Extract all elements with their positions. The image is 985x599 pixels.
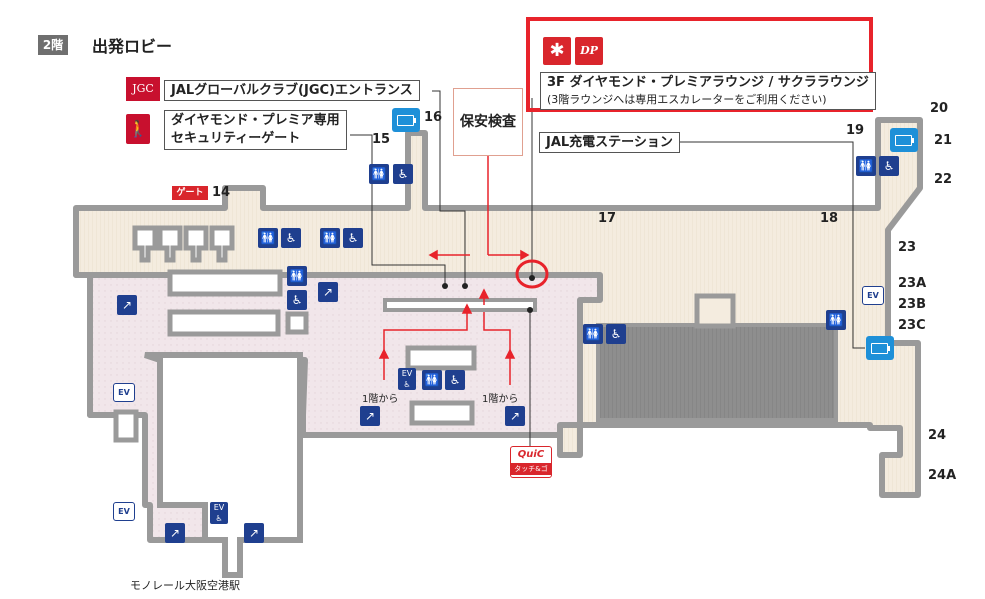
station-connector [144, 352, 303, 578]
jgc-logo: JGC [126, 77, 160, 101]
gate-15[interactable]: 15 [372, 132, 391, 147]
lounge-highlight-box [526, 17, 873, 112]
elevator-icon: EV [113, 383, 135, 402]
premier-point [462, 283, 468, 289]
charging-icon [866, 336, 894, 360]
wheelchair-icon: ♿ [879, 156, 899, 176]
restroom-icon: 🚻 [856, 156, 876, 176]
gate-23[interactable]: 23 [898, 240, 917, 255]
gate-16[interactable]: 16 [424, 110, 443, 125]
security-arrows [378, 154, 530, 385]
restroom-icon: 🚻 [320, 228, 340, 248]
gate-18[interactable]: 18 [820, 211, 839, 226]
shop-block [405, 345, 477, 371]
elevator-icon: EV [113, 502, 135, 521]
shop-block [167, 269, 283, 297]
wheelchair-icon: ♿ [606, 324, 626, 344]
escalator-icon: ↗ [318, 282, 338, 302]
diamond-premier-logo: DP [575, 37, 603, 65]
shop-block [167, 309, 281, 337]
gate-badge: ゲート [172, 186, 208, 200]
security-gate-icon: 🚶 [126, 114, 150, 144]
escalator-icon: ↗ [244, 523, 264, 543]
gate-23c[interactable]: 23C [898, 318, 926, 333]
premier-gate-line2: セキュリティーゲート [171, 131, 301, 146]
shop-block [285, 311, 309, 335]
restroom-icon: 🚻 [422, 370, 442, 390]
restroom-icon: 🚻 [287, 266, 307, 286]
elevator-shaft [113, 409, 139, 443]
charge-station-callout[interactable]: JAL充電ステーション [539, 132, 680, 153]
security-check-label[interactable]: 保安検査 [453, 88, 523, 156]
wheelchair-icon: ♿ [393, 164, 413, 184]
shop-block [409, 400, 475, 426]
sakura-lounge-logo: ✱ [543, 37, 571, 65]
premier-gate-callout[interactable]: ダイヤモンド・プレミア専用 セキュリティーゲート [164, 110, 347, 150]
lounge-point [529, 275, 535, 281]
quic-touch-go-icon[interactable]: QuiC タッチ&ゴー [510, 446, 552, 485]
inner-block [596, 323, 838, 422]
wheelchair-icon: ♿ [343, 228, 363, 248]
gate-23a[interactable]: 23A [898, 276, 927, 291]
lounge-callout[interactable]: 3F ダイヤモンド・プレミアラウンジ / サクララウンジ (3階ラウンジへは専用… [540, 72, 876, 110]
from-1f-left-label: 1階から [362, 394, 399, 405]
gate-23b[interactable]: 23B [898, 297, 926, 312]
restroom-icon: 🚻 [369, 164, 389, 184]
charging-icon [890, 128, 918, 152]
jgc-entrance-callout[interactable]: JALグローバルクラブ(JGC)エントランス [164, 80, 420, 101]
restroom-icon: 🚻 [826, 310, 846, 330]
quic-subtitle: タッチ&ゴー [511, 463, 551, 485]
escalator-icon: ↗ [505, 406, 525, 426]
gate-21[interactable]: 21 [934, 133, 953, 148]
monorail-station-label[interactable]: モノレール大阪空港駅 [130, 579, 240, 592]
lounge-label: 3F ダイヤモンド・プレミアラウンジ / サクララウンジ [547, 75, 869, 90]
gate-20[interactable]: 20 [930, 101, 949, 116]
escalator-icon: ↗ [165, 523, 185, 543]
leader-lines [350, 90, 865, 446]
gate-22[interactable]: 22 [934, 172, 953, 187]
floor-badge: 2階 [38, 35, 68, 55]
gate-24[interactable]: 24 [928, 428, 947, 443]
lounge-highlight-circle [515, 259, 549, 289]
wheelchair-icon: ♿ [445, 370, 465, 390]
gate-17[interactable]: 17 [598, 211, 617, 226]
restroom-icon: 🚻 [583, 324, 603, 344]
escalator-icon: ↗ [360, 406, 380, 426]
escalator-icon: ↗ [117, 295, 137, 315]
page-title: 出発ロビー [92, 37, 173, 56]
checkin-counters [132, 225, 235, 263]
jgc-point [442, 283, 448, 289]
wheelchair-icon: ♿ [287, 290, 307, 310]
gate-14[interactable]: 14 [212, 185, 231, 200]
elevator-icon: EV [862, 286, 884, 305]
from-1f-right-label: 1階から [482, 394, 519, 405]
wheelchair-icon: ♿ [281, 228, 301, 248]
quic-title: QuiC [517, 449, 545, 460]
gate-24a[interactable]: 24A [928, 468, 957, 483]
elevator-accessible-icon: EV♿ [210, 502, 228, 524]
shop-block [383, 298, 537, 312]
pier-notch [694, 293, 736, 329]
restroom-icon: 🚻 [258, 228, 278, 248]
lounge-note: (3階ラウンジへは専用エスカレーターをご利用ください) [547, 93, 827, 106]
quic-point [527, 307, 533, 313]
charging-icon [392, 108, 420, 132]
elevator-accessible-icon: EV♿ [398, 368, 416, 390]
premier-gate-line1: ダイヤモンド・プレミア専用 [171, 113, 340, 128]
gate-19[interactable]: 19 [846, 123, 865, 138]
